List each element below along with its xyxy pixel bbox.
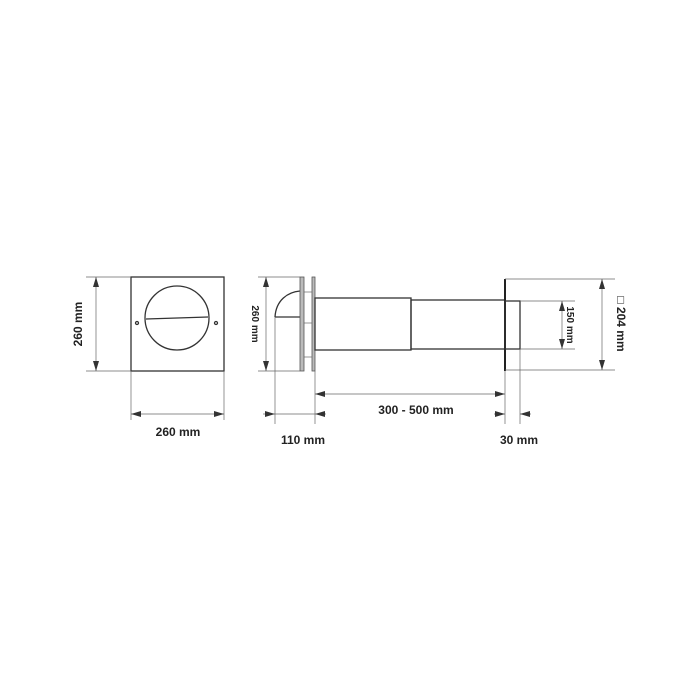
collar-diameter-label: 150 mm — [564, 306, 575, 343]
side-height-label: 260 mm — [249, 305, 260, 342]
flange-depth-label: 30 mm — [500, 433, 538, 447]
inner-tube — [410, 299, 506, 350]
hood-depth-label: 110 mm — [281, 433, 325, 447]
front-view: 260 mm 260 mm — [71, 276, 225, 439]
outer-tube — [314, 297, 412, 351]
screw-hole-right — [213, 320, 219, 326]
flange-size-label: □ 204 mm — [614, 296, 628, 351]
collar — [504, 300, 521, 350]
damper-line — [145, 316, 209, 320]
hood-curve — [274, 290, 301, 318]
front-height-label: 260 mm — [71, 302, 85, 347]
mounting-plate — [299, 276, 305, 372]
front-width-label: 260 mm — [156, 425, 201, 439]
tube-length-label: 300 - 500 mm — [378, 403, 453, 417]
front-plate — [130, 276, 225, 372]
side-view: 260 mm 300 - 500 mm 110 mm 30 mm 150 mm … — [249, 276, 628, 447]
damper-circle — [144, 285, 210, 351]
screw-hole-left — [134, 320, 140, 326]
